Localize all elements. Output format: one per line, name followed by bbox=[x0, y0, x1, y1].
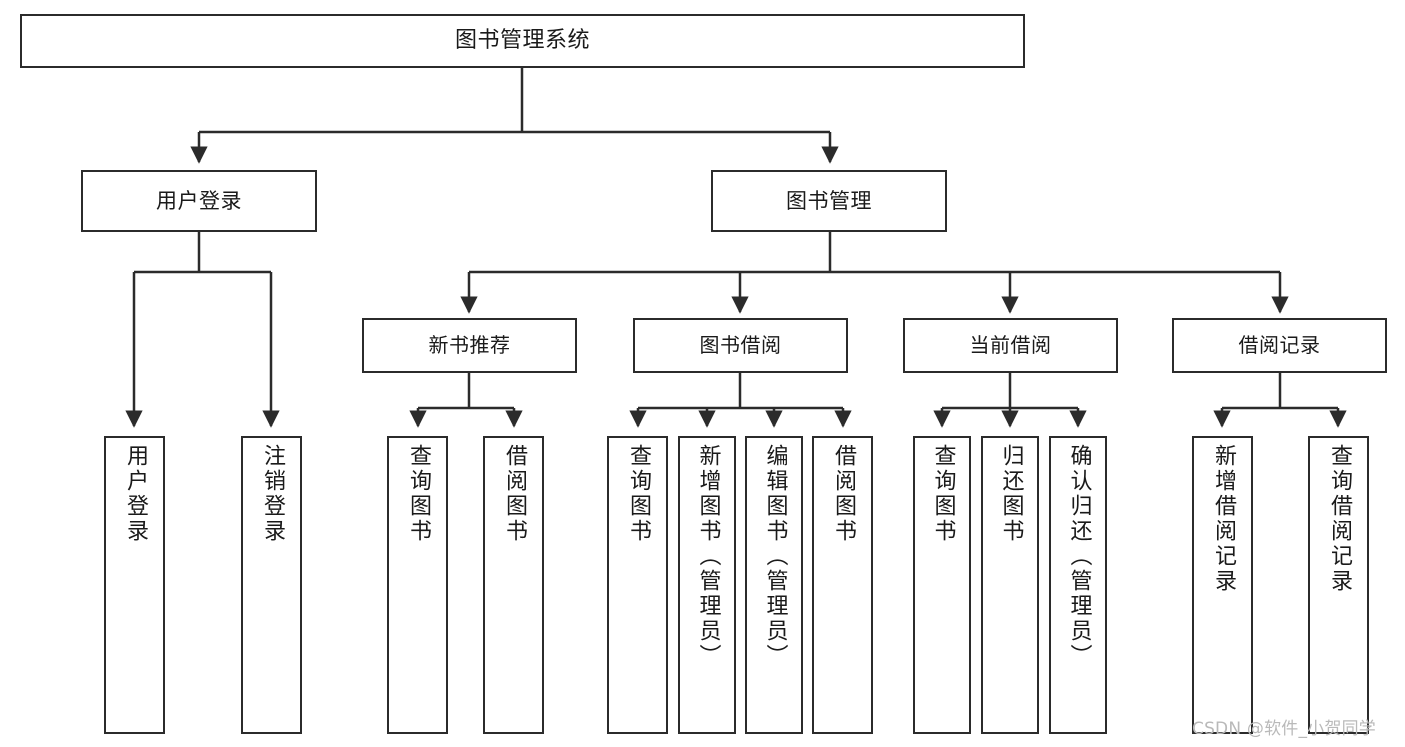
node-leaf-borrow-book-2[interactable]: 借阅图书 bbox=[812, 436, 873, 734]
node-leaf-query-record[interactable]: 查询借阅记录 bbox=[1308, 436, 1369, 734]
node-book-borrow-label: 图书借阅 bbox=[699, 332, 782, 357]
node-new-book-rec-label: 新书推荐 bbox=[428, 332, 511, 357]
watermark-text: CSDN @软件_小贺同学 bbox=[1192, 719, 1376, 739]
node-user-login-label: 用户登录 bbox=[156, 188, 242, 213]
node-leaf-user-logout[interactable]: 注销登录 bbox=[241, 436, 302, 734]
node-leaf-query-book-3[interactable]: 查询图书 bbox=[913, 436, 971, 734]
node-leaf-return-book[interactable]: 归还图书 bbox=[981, 436, 1039, 734]
node-leaf-user-logout-label: 注销登录 bbox=[259, 444, 285, 544]
node-leaf-borrow-book-1[interactable]: 借阅图书 bbox=[483, 436, 544, 734]
node-root[interactable]: 图书管理系统 bbox=[20, 14, 1025, 68]
node-leaf-borrow-book-2-label: 借阅图书 bbox=[830, 444, 856, 544]
node-leaf-query-book-2-label: 查询图书 bbox=[625, 444, 651, 544]
node-root-label: 图书管理系统 bbox=[454, 28, 590, 54]
node-leaf-query-record-label: 查询借阅记录 bbox=[1326, 444, 1352, 594]
node-leaf-query-book-1-label: 查询图书 bbox=[405, 444, 431, 544]
node-leaf-user-login-label: 用户登录 bbox=[122, 444, 148, 544]
node-new-book-rec[interactable]: 新书推荐 bbox=[362, 318, 577, 373]
node-user-login[interactable]: 用户登录 bbox=[81, 170, 317, 232]
node-book-manage-label: 图书管理 bbox=[786, 188, 872, 213]
node-book-manage[interactable]: 图书管理 bbox=[711, 170, 947, 232]
node-leaf-edit-book-label: 编辑图书（管理员） bbox=[762, 444, 788, 669]
node-leaf-query-book-3-label: 查询图书 bbox=[930, 444, 956, 544]
node-leaf-edit-book[interactable]: 编辑图书（管理员） bbox=[745, 436, 803, 734]
node-leaf-user-login[interactable]: 用户登录 bbox=[104, 436, 165, 734]
node-current-borrow[interactable]: 当前借阅 bbox=[903, 318, 1118, 373]
node-leaf-confirm-return[interactable]: 确认归还（管理员） bbox=[1049, 436, 1107, 734]
node-leaf-add-book-label: 新增图书（管理员） bbox=[695, 444, 721, 669]
node-leaf-query-book-1[interactable]: 查询图书 bbox=[387, 436, 448, 734]
node-leaf-add-book[interactable]: 新增图书（管理员） bbox=[678, 436, 736, 734]
node-leaf-borrow-book-1-label: 借阅图书 bbox=[501, 444, 527, 544]
node-leaf-query-book-2[interactable]: 查询图书 bbox=[607, 436, 668, 734]
node-leaf-add-record-label: 新增借阅记录 bbox=[1210, 444, 1236, 594]
node-borrow-record[interactable]: 借阅记录 bbox=[1172, 318, 1387, 373]
node-leaf-confirm-return-label: 确认归还（管理员） bbox=[1066, 444, 1092, 669]
node-borrow-record-label: 借阅记录 bbox=[1238, 332, 1321, 357]
node-leaf-return-book-label: 归还图书 bbox=[998, 444, 1024, 544]
node-leaf-add-record[interactable]: 新增借阅记录 bbox=[1192, 436, 1253, 734]
node-book-borrow[interactable]: 图书借阅 bbox=[633, 318, 848, 373]
node-current-borrow-label: 当前借阅 bbox=[969, 332, 1052, 357]
